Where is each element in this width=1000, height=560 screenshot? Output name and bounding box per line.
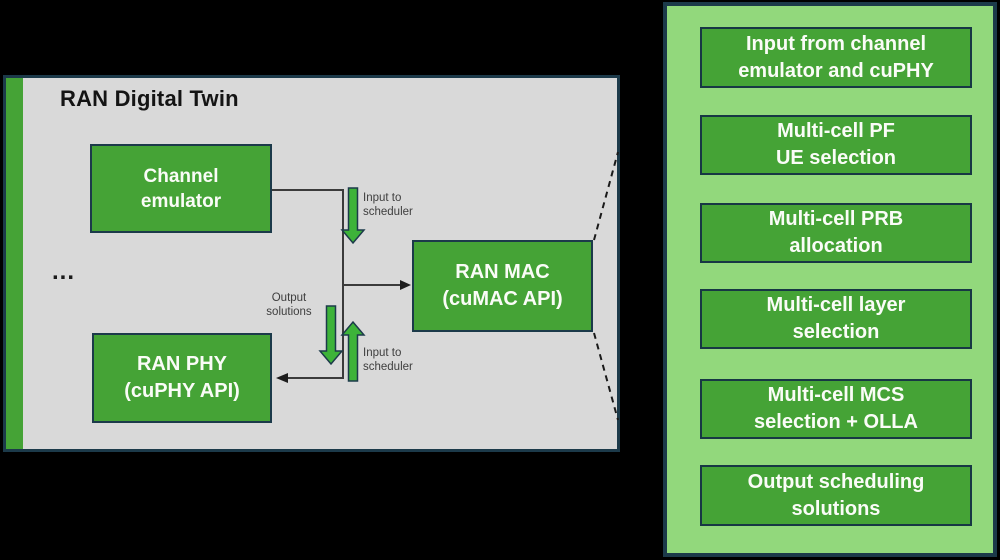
channel-emulator-line1: Channel bbox=[143, 165, 219, 187]
flow-step-ue-selection: Multi-cell PF UE selection bbox=[700, 115, 972, 175]
flow-step-ue-line2: UE selection bbox=[775, 147, 897, 169]
flow-step-layer-line1: Multi-cell layer bbox=[766, 294, 906, 316]
flow-step-output: Output scheduling solutions bbox=[700, 465, 972, 526]
scheduler-flowchart-panel bbox=[663, 2, 997, 557]
flow-step-output-line1: Output scheduling bbox=[747, 470, 925, 493]
flow-step-input-line1: Input from channel bbox=[746, 32, 926, 55]
flow-step-prb-line2: allocation bbox=[789, 235, 883, 257]
ran-mac-line1: RAN MAC bbox=[455, 261, 550, 283]
flow-step-mcs-line1: Multi-cell MCS bbox=[767, 384, 905, 406]
flow-step-prb-allocation: Multi-cell PRB allocation bbox=[700, 203, 972, 263]
ran-mac-line2: (cuMAC API) bbox=[442, 288, 563, 310]
ran-mac-box: RAN MAC (cuMAC API) bbox=[412, 240, 593, 332]
ellipsis-text: ... bbox=[52, 258, 76, 285]
panel-title: RAN Digital Twin bbox=[60, 86, 239, 111]
flow-step-layer-selection: Multi-cell layer selection bbox=[700, 289, 972, 349]
input-to-scheduler-bottom-label: Input to scheduler bbox=[363, 346, 413, 374]
ran-phy-line1: RAN PHY bbox=[136, 353, 227, 375]
input-bottom-line1: Input to bbox=[363, 347, 402, 359]
ran-phy-box: RAN PHY (cuPHY API) bbox=[92, 333, 272, 423]
output-solutions-label: Output solutions bbox=[254, 291, 324, 319]
ran-phy-line2: (cuPHY API) bbox=[124, 380, 240, 402]
input-bottom-line2: scheduler bbox=[363, 361, 413, 373]
flow-step-layer-line2: selection bbox=[792, 321, 880, 343]
flow-step-prb-line1: Multi-cell PRB bbox=[768, 208, 904, 230]
input-top-line1: Input to bbox=[363, 192, 402, 204]
flow-step-input-line2: emulator and cuPHY bbox=[738, 59, 934, 82]
left-green-stripe bbox=[6, 78, 23, 449]
flow-step-ue-line1: Multi-cell PF bbox=[777, 120, 895, 142]
flow-step-mcs-line2: selection + OLLA bbox=[754, 411, 918, 433]
input-top-line2: scheduler bbox=[363, 206, 413, 218]
flow-step-mcs-selection: Multi-cell MCS selection + OLLA bbox=[700, 379, 972, 439]
channel-emulator-box: Channel emulator bbox=[90, 144, 272, 233]
output-line2: solutions bbox=[266, 306, 312, 318]
flow-step-input: Input from channel emulator and cuPHY bbox=[700, 27, 972, 88]
flow-step-output-line2: solutions bbox=[791, 497, 881, 520]
input-to-scheduler-top-label: Input to scheduler bbox=[363, 191, 413, 219]
output-line1: Output bbox=[271, 292, 307, 304]
channel-emulator-line2: emulator bbox=[140, 190, 222, 212]
